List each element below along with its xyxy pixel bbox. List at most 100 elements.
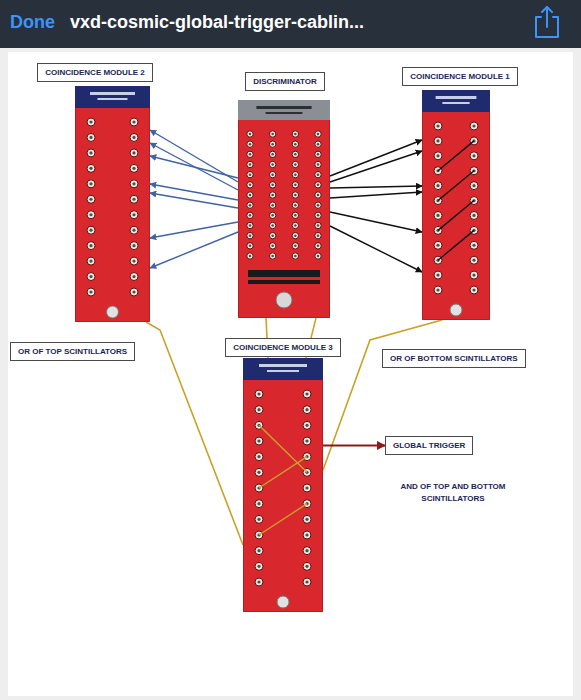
socket-pin xyxy=(317,143,320,146)
lemo-socket xyxy=(269,131,275,137)
lemo-socket xyxy=(87,226,95,234)
socket-pin xyxy=(132,198,135,201)
socket-pin xyxy=(249,245,252,248)
lemo-socket xyxy=(315,202,321,208)
lemo-socket xyxy=(434,152,442,160)
module-face xyxy=(75,86,150,322)
lemo-socket xyxy=(130,257,138,265)
socket-pin xyxy=(257,455,260,458)
socket-pin xyxy=(317,214,320,217)
socket-pin xyxy=(271,204,274,207)
socket-pin xyxy=(305,565,308,568)
signal-cable xyxy=(330,192,422,198)
socket-pin xyxy=(294,234,297,237)
lemo-socket xyxy=(292,151,298,157)
socket-pin xyxy=(271,224,274,227)
module-panel xyxy=(243,358,323,612)
lemo-socket xyxy=(303,453,311,461)
file-title: vxd-cosmic-global-trigger-cablin... xyxy=(70,12,364,33)
nim-module: COINCIDENCE MODULE 2 xyxy=(75,86,150,322)
lemo-socket xyxy=(434,271,442,279)
socket-pin xyxy=(294,224,297,227)
display-strip xyxy=(248,270,320,277)
socket-pin xyxy=(472,288,475,291)
socket-pin xyxy=(436,244,439,247)
lemo-socket xyxy=(470,211,478,219)
trigger-arrow xyxy=(323,444,385,446)
socket-pin xyxy=(305,549,308,552)
socket-row xyxy=(247,131,321,259)
lemo-socket xyxy=(130,180,138,188)
socket-pin xyxy=(436,124,439,127)
lemo-socket xyxy=(255,390,263,398)
signal-cable xyxy=(330,226,422,272)
lemo-socket xyxy=(247,212,253,218)
lemo-socket xyxy=(470,286,478,294)
lemo-socket xyxy=(255,453,263,461)
socket-pin xyxy=(472,244,475,247)
socket-pin xyxy=(305,580,308,583)
lemo-socket xyxy=(269,212,275,218)
lemo-socket xyxy=(130,164,138,172)
socket-pin xyxy=(317,163,320,166)
socket-pin xyxy=(472,124,475,127)
jumper-cable xyxy=(438,171,474,201)
module-panel xyxy=(75,86,150,322)
lemo-socket xyxy=(303,562,311,570)
header-marking xyxy=(259,364,307,367)
lemo-socket xyxy=(130,195,138,203)
socket-pin xyxy=(305,518,308,521)
lemo-socket xyxy=(247,243,253,249)
socket-pin xyxy=(257,549,260,552)
signal-cable xyxy=(150,232,238,268)
lemo-socket xyxy=(130,133,138,141)
header-marking xyxy=(98,98,128,100)
header-marking xyxy=(90,92,135,95)
viewer-ground xyxy=(0,48,581,700)
socket-pin xyxy=(472,154,475,157)
socket-pin xyxy=(249,173,252,176)
lemo-socket xyxy=(87,164,95,172)
box-label: OR OF TOP SCINTILLATORS xyxy=(18,347,127,356)
lemo-socket xyxy=(315,131,321,137)
lemo-socket xyxy=(434,122,442,130)
lemo-socket xyxy=(292,222,298,228)
socket-pin xyxy=(89,275,92,278)
socket-pin xyxy=(317,133,320,136)
lemo-socket xyxy=(315,222,321,228)
socket-pin xyxy=(257,565,260,568)
label-box: OR OF BOTTOM SCINTILLATORS xyxy=(382,349,526,368)
socket-pin xyxy=(294,163,297,166)
lemo-socket xyxy=(315,243,321,249)
signal-cable xyxy=(150,222,238,238)
signal-cable xyxy=(330,186,422,188)
socket-pin xyxy=(132,244,135,247)
socket-pin xyxy=(257,471,260,474)
lemo-socket xyxy=(247,141,253,147)
lemo-socket xyxy=(292,182,298,188)
socket-pin xyxy=(436,288,439,291)
socket-pin xyxy=(132,120,135,123)
socket-pin xyxy=(132,136,135,139)
socket-pin xyxy=(271,153,274,156)
lemo-socket xyxy=(247,222,253,228)
socket-pin xyxy=(249,214,252,217)
diagram-sheet xyxy=(8,52,573,696)
socket-pin xyxy=(132,213,135,216)
lemo-socket xyxy=(269,171,275,177)
lemo-socket xyxy=(255,406,263,414)
header-marking xyxy=(442,102,469,104)
socket-pin xyxy=(132,151,135,154)
lemo-socket xyxy=(269,141,275,147)
lemo-socket xyxy=(292,141,298,147)
socket-pin xyxy=(436,214,439,217)
signal-cable xyxy=(150,193,238,208)
box-label: OR OF BOTTOM SCINTILLATORS xyxy=(390,354,518,363)
socket-pin xyxy=(305,424,308,427)
panel-screw xyxy=(277,596,289,608)
lemo-socket xyxy=(130,226,138,234)
lemo-socket xyxy=(247,192,253,198)
signal-cable xyxy=(150,143,238,190)
module-heading: DISCRIMINATOR xyxy=(245,72,325,91)
lemo-socket xyxy=(247,202,253,208)
